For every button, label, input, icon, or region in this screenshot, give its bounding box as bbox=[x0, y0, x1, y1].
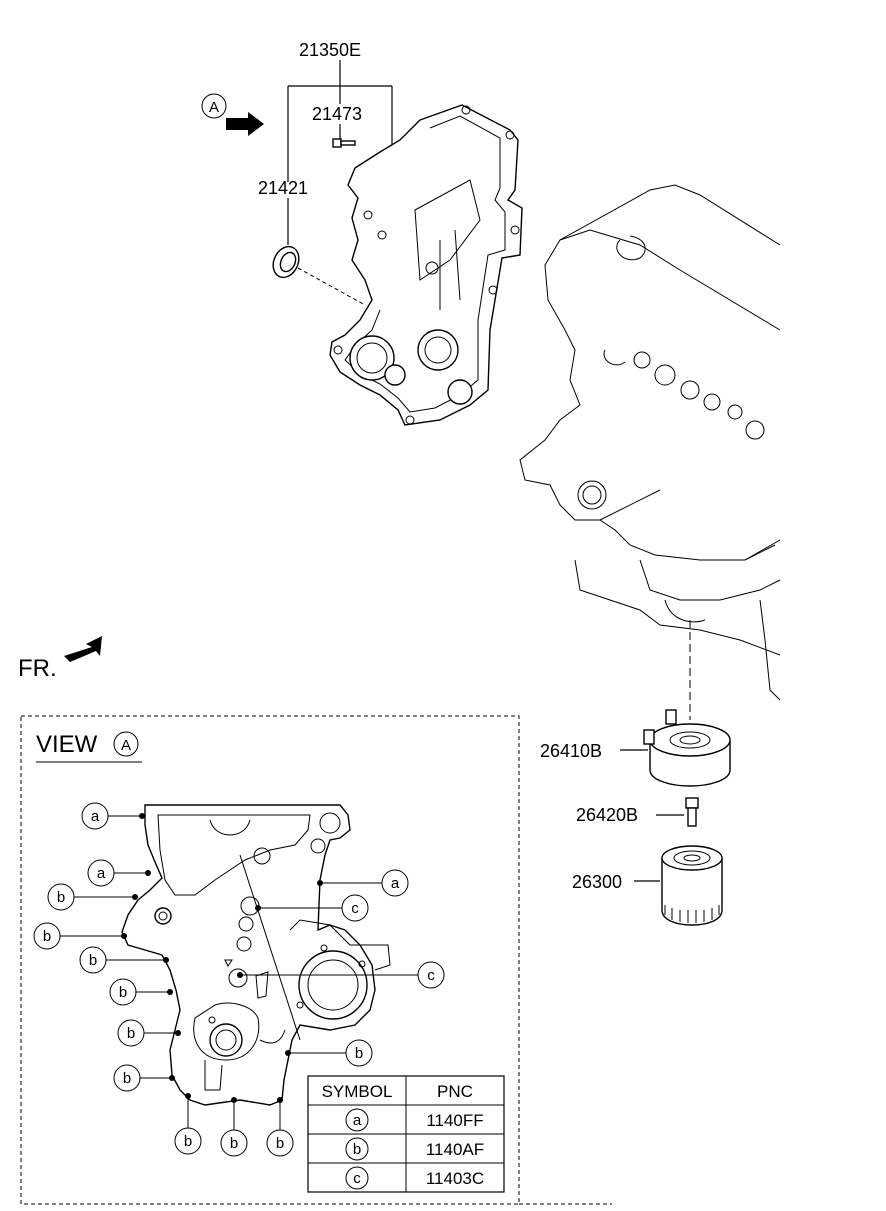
callout-b: b bbox=[109, 978, 137, 1006]
legend-header-symbol: SYMBOL bbox=[322, 1082, 393, 1101]
view-title: VIEW bbox=[36, 731, 98, 758]
bolt-21473-icon bbox=[332, 138, 356, 148]
cooler-bolt-icon bbox=[685, 797, 699, 827]
svg-text:a: a bbox=[91, 808, 100, 825]
assembly-bracket bbox=[287, 60, 393, 245]
svg-text:A: A bbox=[121, 737, 131, 754]
callout-a: a bbox=[381, 869, 409, 897]
part-number-26410B: 26410B bbox=[540, 741, 602, 761]
callout-leaders bbox=[60, 813, 418, 1130]
callout-b: b bbox=[79, 946, 107, 974]
legend-pnc: 1140FF bbox=[426, 1111, 483, 1130]
oil-filter-icon bbox=[661, 845, 723, 926]
timing-cover-illustration bbox=[329, 104, 523, 426]
legend-header-pnc: PNC bbox=[437, 1082, 473, 1101]
callout-b: b bbox=[266, 1129, 294, 1157]
part-number-21473: 21473 bbox=[312, 104, 362, 124]
callout-a: a bbox=[87, 859, 115, 887]
callout-b: b bbox=[174, 1127, 202, 1155]
svg-text:b: b bbox=[43, 928, 51, 945]
callout-b: b bbox=[33, 922, 61, 950]
legend-symbol: a bbox=[353, 1112, 362, 1129]
cover-rear-view-illustration bbox=[121, 804, 391, 1106]
svg-text:c: c bbox=[351, 900, 359, 917]
part-number-21350E: 21350E bbox=[299, 40, 361, 60]
svg-text:b: b bbox=[230, 1135, 238, 1152]
front-direction-arrow-icon bbox=[64, 636, 102, 662]
legend-symbol: b bbox=[353, 1141, 361, 1158]
svg-text:a: a bbox=[391, 875, 400, 892]
view-a-frame bbox=[20, 715, 520, 1205]
view-a-marker: A bbox=[201, 93, 264, 136]
front-direction-label: FR. bbox=[18, 655, 57, 682]
engine-block-illustration bbox=[519, 184, 781, 720]
callout-b: b bbox=[47, 883, 75, 911]
oil-seal-icon bbox=[272, 245, 366, 306]
callout-b: b bbox=[220, 1129, 248, 1157]
callout-c: c bbox=[341, 894, 369, 922]
part-number-26300: 26300 bbox=[572, 872, 622, 892]
view-title-marker: A bbox=[113, 731, 139, 757]
legend-pnc: 11403C bbox=[426, 1169, 484, 1188]
svg-text:b: b bbox=[119, 984, 127, 1001]
legend-table: SYMBOL PNC a 1140FF b 1140AF c 11403C bbox=[307, 1075, 505, 1193]
svg-text:A: A bbox=[209, 99, 219, 116]
svg-text:b: b bbox=[355, 1045, 363, 1062]
svg-text:c: c bbox=[427, 967, 435, 984]
svg-text:a: a bbox=[97, 865, 106, 882]
svg-text:b: b bbox=[89, 952, 97, 969]
part-number-26420B: 26420B bbox=[576, 805, 638, 825]
svg-text:b: b bbox=[57, 889, 65, 906]
legend-symbol: c bbox=[353, 1170, 361, 1187]
svg-text:b: b bbox=[184, 1133, 192, 1150]
svg-text:b: b bbox=[127, 1025, 135, 1042]
oil-cooler-icon bbox=[643, 709, 731, 787]
callout-c: c bbox=[417, 961, 445, 989]
svg-text:b: b bbox=[123, 1070, 131, 1087]
legend-pnc: 1140AF bbox=[426, 1140, 484, 1159]
callout-b: b bbox=[345, 1039, 373, 1067]
svg-text:b: b bbox=[276, 1135, 284, 1152]
callout-b: b bbox=[117, 1019, 145, 1047]
callout-b: b bbox=[113, 1064, 141, 1092]
callout-a: a bbox=[81, 802, 109, 830]
part-number-21421: 21421 bbox=[258, 178, 308, 198]
